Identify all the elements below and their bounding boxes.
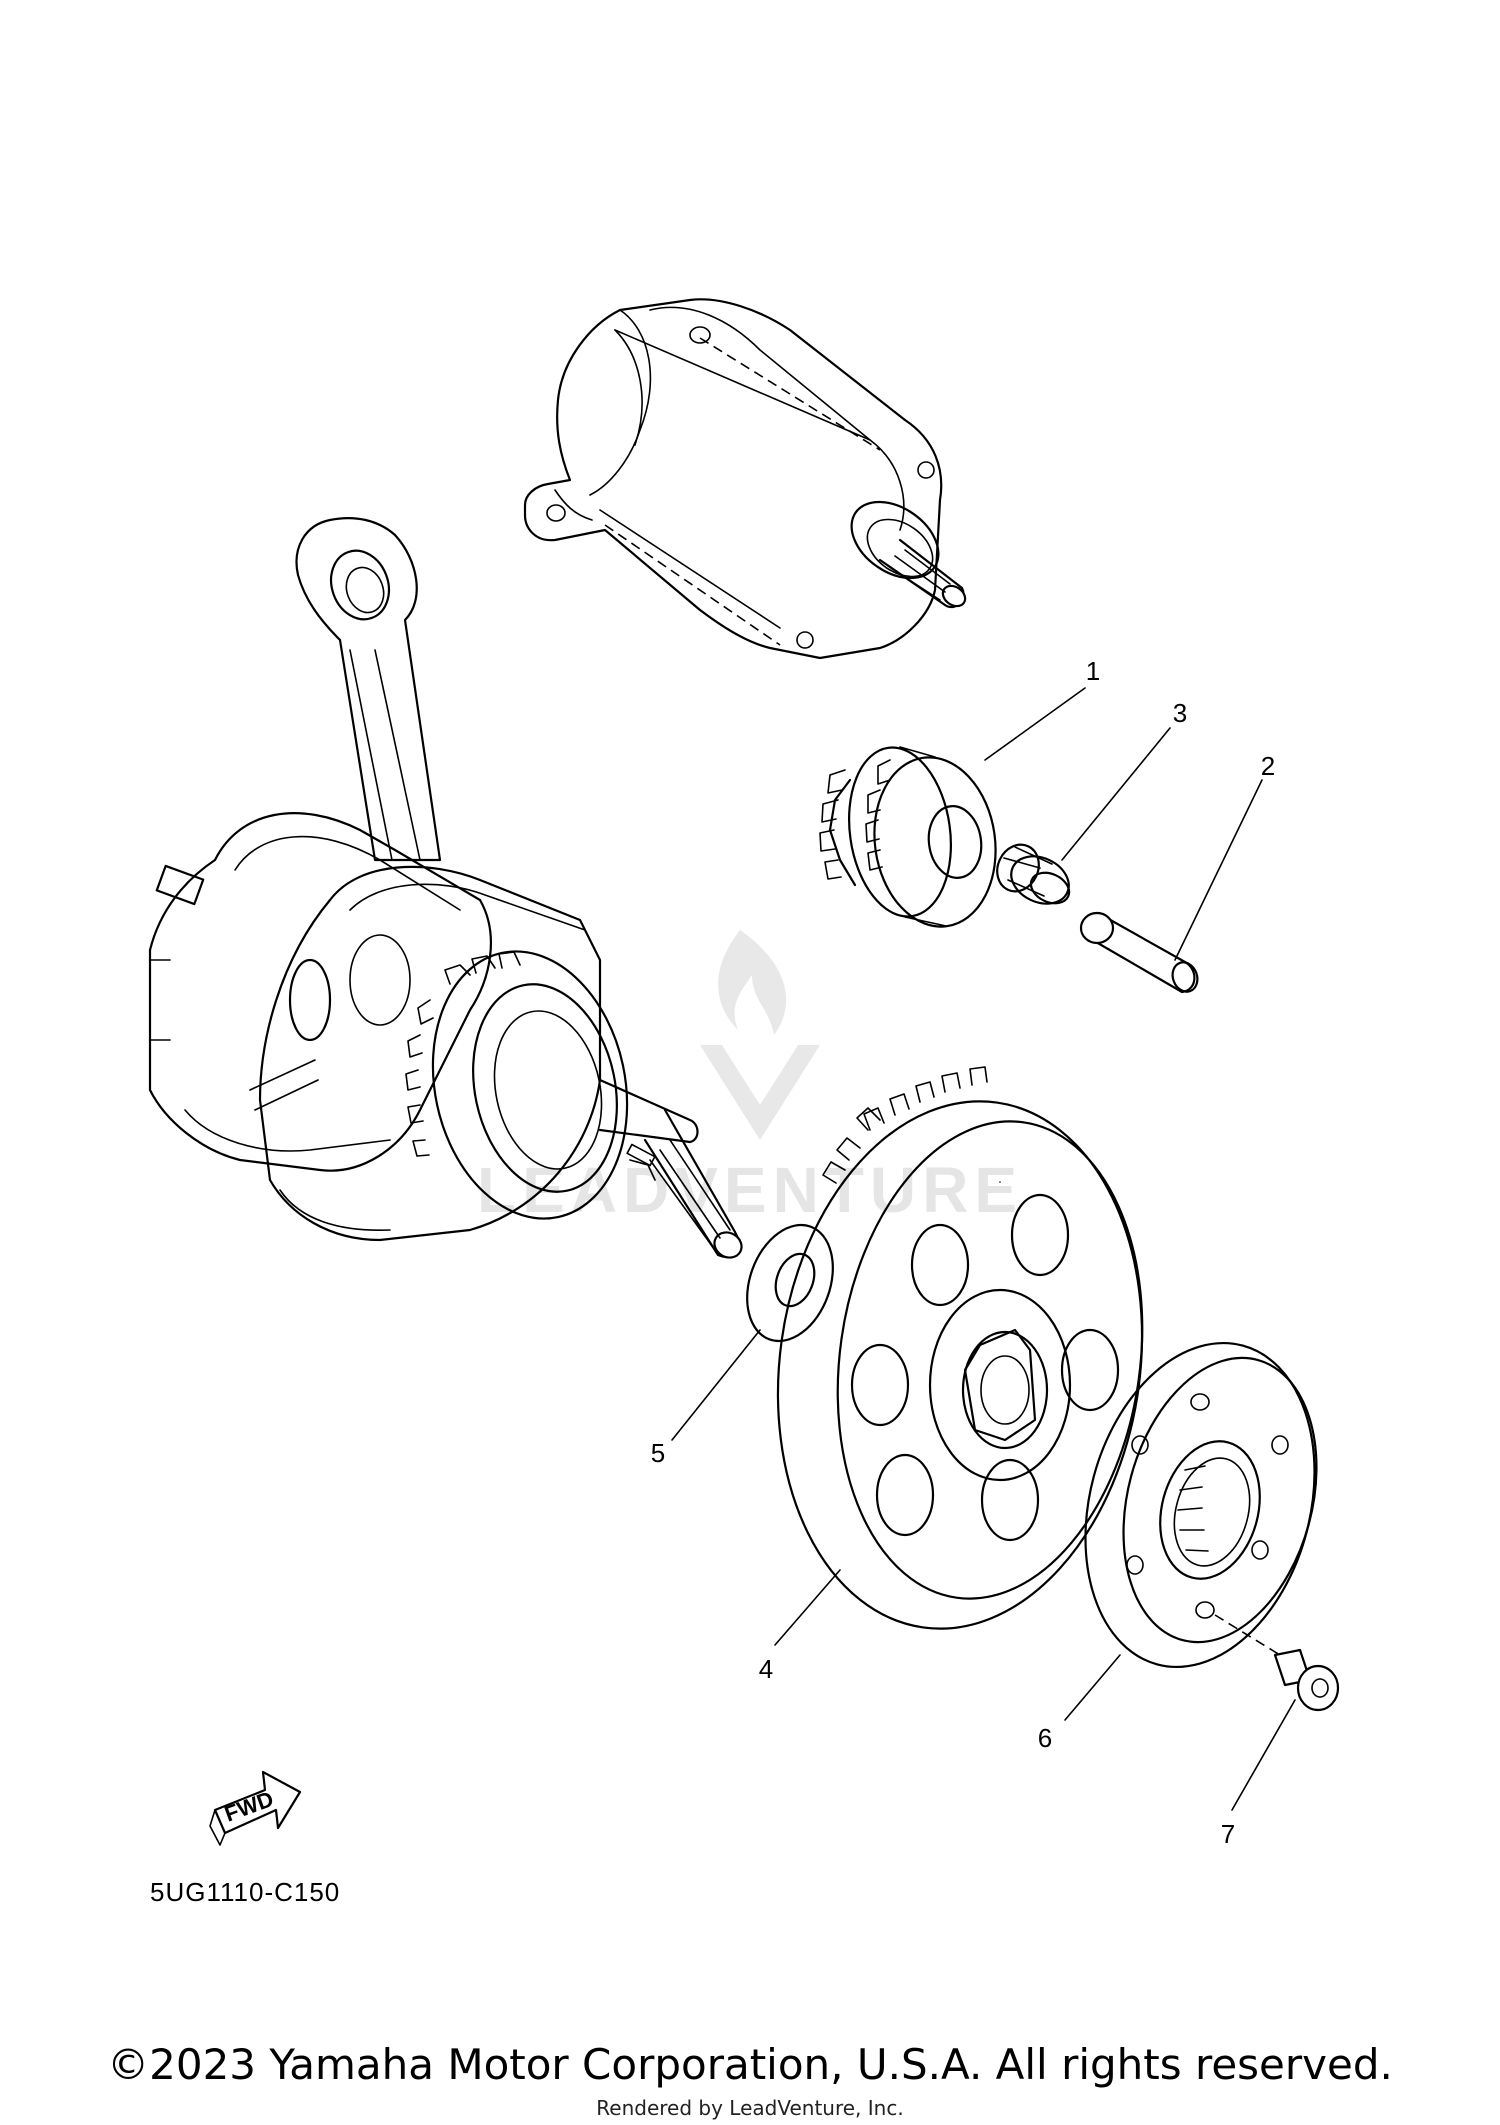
fwd-label: FWD <box>221 1786 277 1827</box>
diagram-code: 5UG1110-C150 <box>150 1877 341 1907</box>
crankshaft <box>148 517 743 1259</box>
rendered-by-notice: Rendered by LeadVenture, Inc. <box>596 2096 904 2120</box>
callout-6: 6 <box>1038 1723 1052 1753</box>
bolt <box>1273 1648 1340 1712</box>
watermark-text: LEADVENTURE <box>477 1154 1023 1226</box>
callout-4: 4 <box>759 1654 773 1684</box>
one-way-clutch <box>1084 1341 1318 1669</box>
callout-7: 7 <box>1221 1819 1235 1849</box>
starter-wheel-gear <box>776 1066 1144 1630</box>
starter-motor <box>523 298 967 660</box>
idle-gear-shaft <box>1079 911 1199 994</box>
idle-gear <box>819 746 997 928</box>
needle-bearing <box>996 843 1071 905</box>
callout-1: 1 <box>1086 656 1100 686</box>
callout-3: 3 <box>1173 698 1187 728</box>
washer <box>746 1223 834 1343</box>
leadventure-logo-icon: LEADVENTURE <box>477 930 1023 1226</box>
callouts: 1 2 3 4 5 6 7 <box>651 656 1275 1849</box>
fwd-arrow-icon: FWD <box>209 1770 302 1846</box>
callout-5: 5 <box>651 1438 665 1468</box>
copyright-notice: ©2023 Yamaha Motor Corporation, U.S.A. A… <box>107 2040 1393 2089</box>
leader-lines <box>671 687 1296 1811</box>
callout-2: 2 <box>1261 751 1275 781</box>
